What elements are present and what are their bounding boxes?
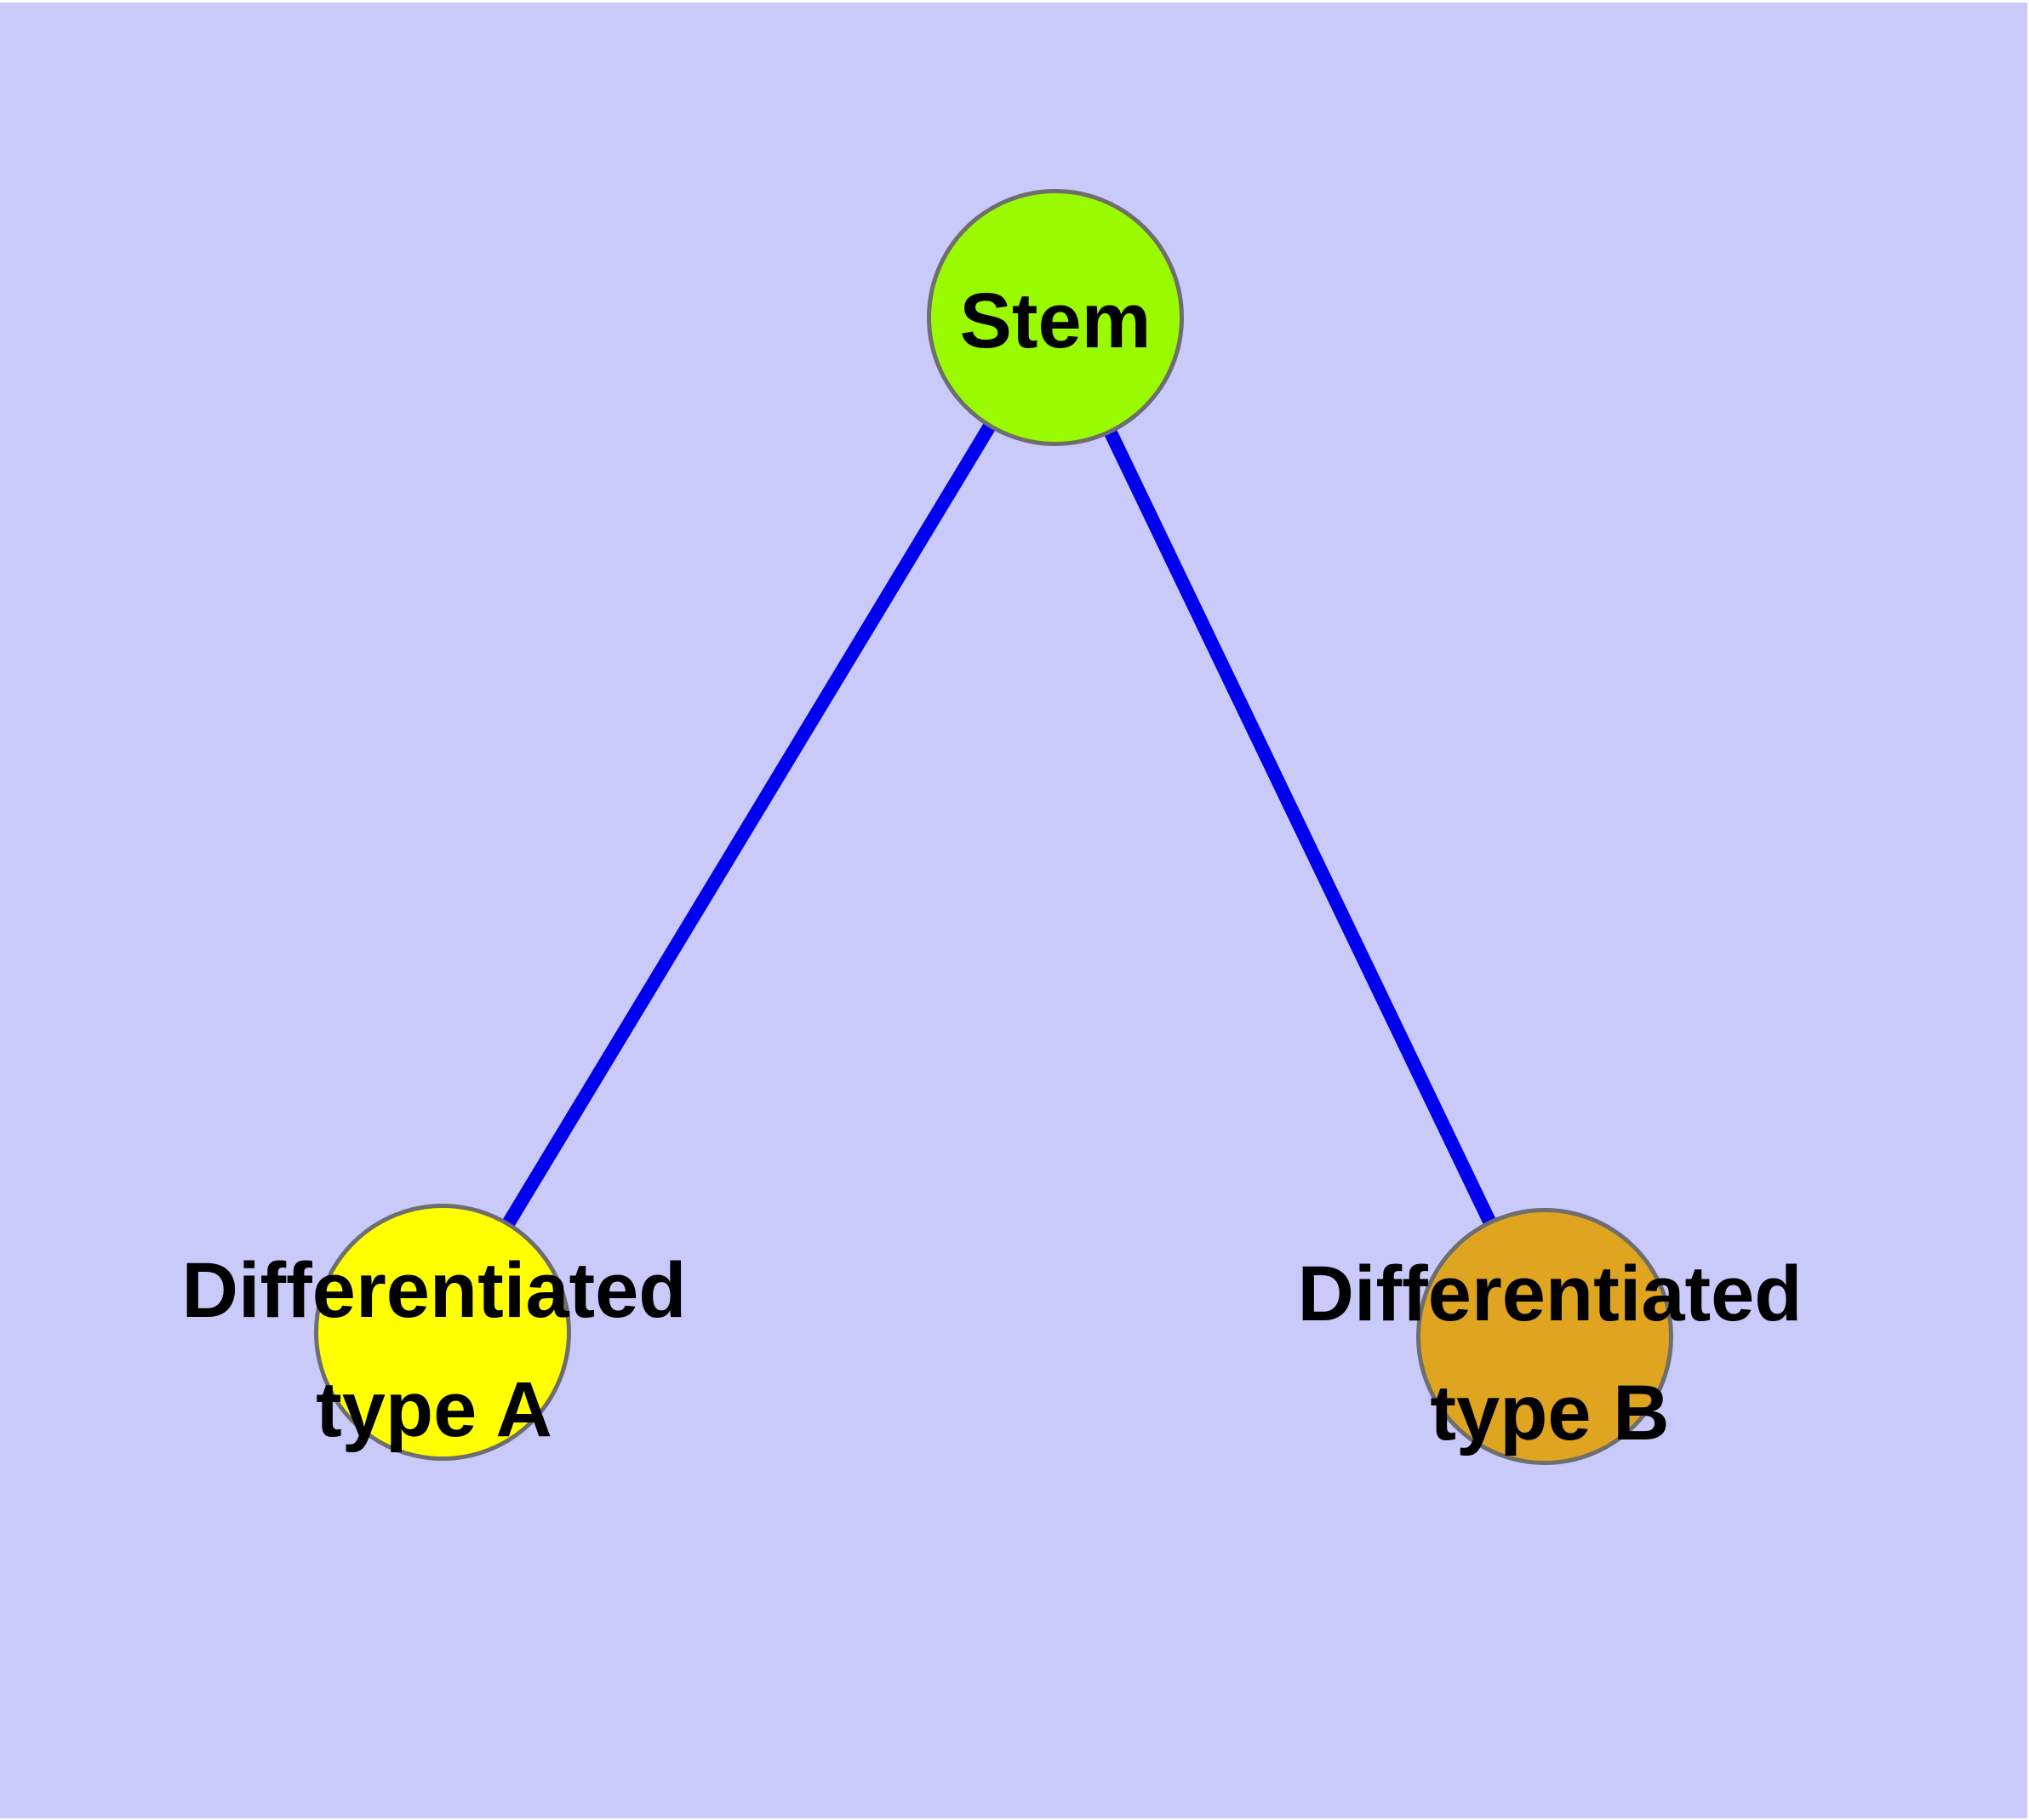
edge-stem-to-type-a: [437, 313, 1061, 1336]
node-label-line: type B: [1430, 1370, 1670, 1457]
node-label-line: Differentiated: [1297, 1251, 1803, 1337]
node-label-differentiated-type-a: Differentiated type A: [182, 1231, 687, 1469]
node-differentiated-type-b: [1416, 1208, 1673, 1465]
edge-stem-to-type-b: [1049, 314, 1552, 1340]
node-differentiated-type-a: [314, 1204, 571, 1461]
node-label-differentiated-type-b: Differentiated type B: [1298, 1234, 1803, 1473]
node-label-stem: Stem: [959, 278, 1152, 364]
node-label-line: type A: [316, 1366, 552, 1453]
node-stem: [927, 189, 1184, 446]
node-label-line: Differentiated: [181, 1247, 687, 1334]
